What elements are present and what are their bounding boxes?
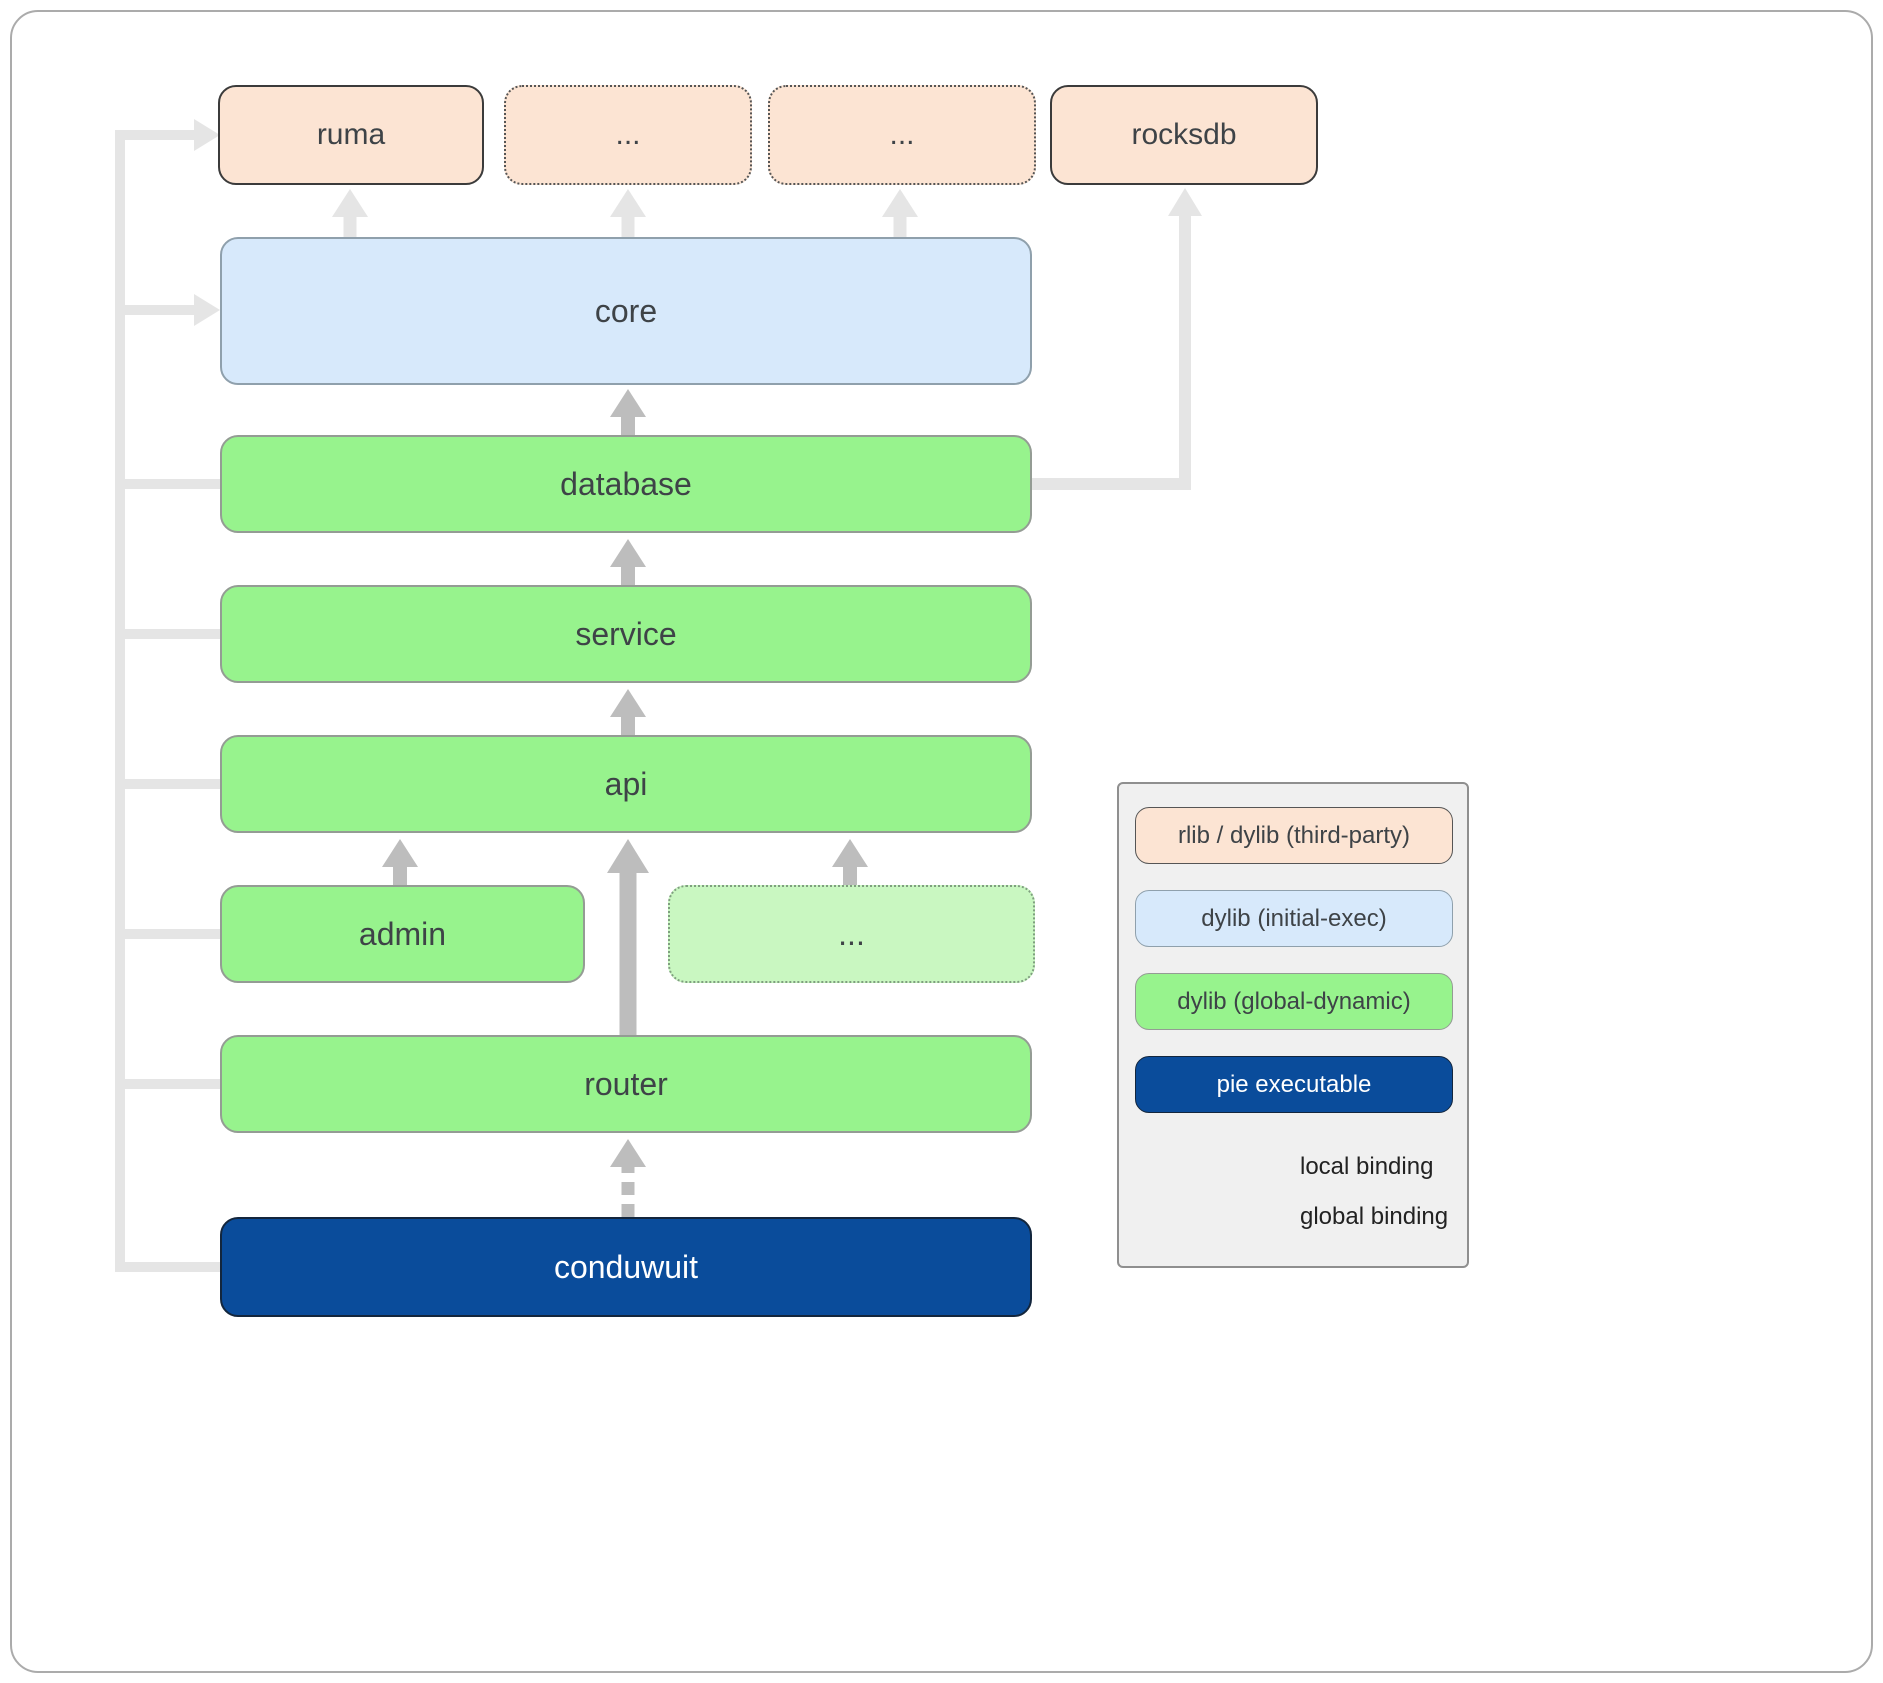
node-admin: admin bbox=[220, 885, 585, 983]
node-service-label: service bbox=[575, 615, 677, 652]
legend-item-pie-executable: pie executable bbox=[1135, 1056, 1453, 1113]
edge-left-tree-arrowheads bbox=[194, 119, 220, 326]
legend: rlib / dylib (third-party) dylib (initia… bbox=[1117, 782, 1469, 1268]
legend-item-initial-exec: dylib (initial-exec) bbox=[1135, 890, 1453, 947]
node-ruma-label: ruma bbox=[316, 118, 386, 151]
node-third-party-ellipsis-2: ... bbox=[768, 85, 1036, 185]
edge-conduwuit-to-router bbox=[610, 1139, 646, 1217]
edge-core-to-dots2 bbox=[882, 189, 918, 237]
edge-core-to-ruma bbox=[332, 189, 368, 237]
node-third-party-ellipsis-1-label: ... bbox=[615, 118, 641, 151]
edge-database-to-rocksdb bbox=[1032, 188, 1202, 490]
node-global-dynamic-ellipsis: ... bbox=[668, 885, 1035, 983]
edge-conduwuit-left-tree bbox=[115, 130, 220, 1272]
node-core-label: core bbox=[594, 292, 658, 329]
node-database-label: database bbox=[560, 465, 692, 502]
edge-dots-mid-to-api bbox=[832, 839, 868, 885]
node-service: service bbox=[220, 585, 1032, 683]
legend-item-global-dynamic-label: dylib (global-dynamic) bbox=[1177, 987, 1411, 1015]
node-router: router bbox=[220, 1035, 1032, 1133]
node-admin-label: admin bbox=[358, 915, 447, 952]
node-global-dynamic-ellipsis-label: ... bbox=[838, 915, 865, 952]
node-api-label: api bbox=[604, 765, 648, 802]
node-router-label: router bbox=[584, 1065, 668, 1102]
edge-api-to-service bbox=[610, 689, 646, 735]
node-conduwuit: conduwuit bbox=[220, 1217, 1032, 1317]
legend-item-global-dynamic: dylib (global-dynamic) bbox=[1135, 973, 1453, 1030]
node-third-party-ellipsis-2-label: ... bbox=[889, 118, 915, 151]
node-ruma: ruma bbox=[218, 85, 484, 185]
edge-core-to-dots1 bbox=[610, 189, 646, 237]
legend-global-binding-label: global binding bbox=[1300, 1203, 1449, 1230]
edge-database-to-core bbox=[610, 389, 646, 435]
legend-item-third-party-label: rlib / dylib (third-party) bbox=[1177, 821, 1411, 849]
legend-item-pie-executable-label: pie executable bbox=[1216, 1070, 1372, 1098]
legend-item-initial-exec-label: dylib (initial-exec) bbox=[1201, 904, 1387, 932]
edge-admin-to-api bbox=[382, 839, 418, 885]
node-conduwuit-label: conduwuit bbox=[553, 1248, 699, 1285]
edge-router-to-api bbox=[607, 839, 649, 1035]
node-rocksdb: rocksdb bbox=[1050, 85, 1318, 185]
edge-service-to-database bbox=[610, 539, 646, 585]
node-third-party-ellipsis-1: ... bbox=[504, 85, 752, 185]
legend-item-third-party: rlib / dylib (third-party) bbox=[1135, 807, 1453, 864]
legend-local-binding-label: local binding bbox=[1300, 1153, 1434, 1180]
node-api: api bbox=[220, 735, 1032, 833]
node-rocksdb-label: rocksdb bbox=[1131, 118, 1237, 151]
node-core: core bbox=[220, 237, 1032, 385]
node-database: database bbox=[220, 435, 1032, 533]
